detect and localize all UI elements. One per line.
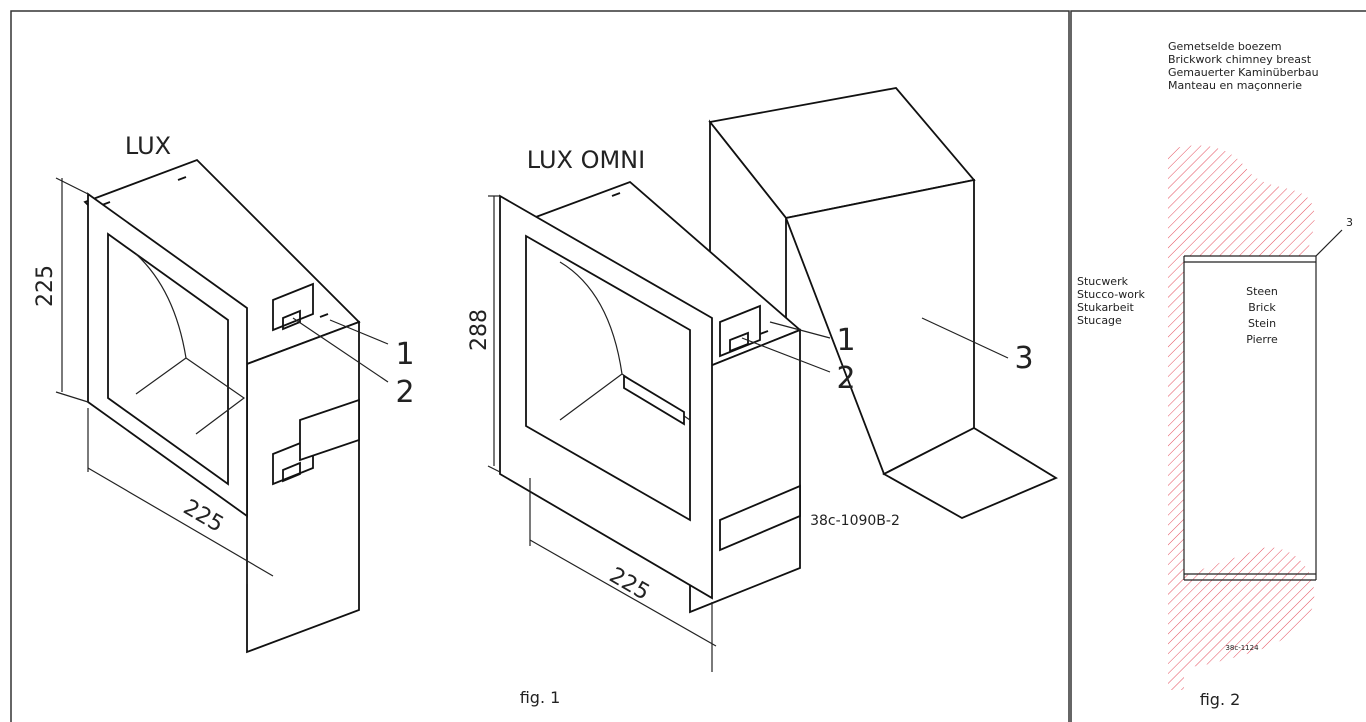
omni-bracket-clip <box>729 331 749 353</box>
lux-unit-drawing: LUX 225 <box>33 132 415 654</box>
omni-inner-shelf <box>623 374 685 426</box>
fig2-inner-label-0: Steen <box>1246 285 1278 298</box>
lux-front-frame <box>87 192 248 518</box>
fig2-brick-hatch-bottom <box>1184 547 1315 668</box>
lux-omni-title: LUX OMNI <box>527 146 645 174</box>
fig2-inner-label-1: Brick <box>1248 301 1276 314</box>
omni-callout-3-leader <box>921 317 1009 359</box>
lux-dim-height: 225 <box>33 265 58 307</box>
lux-back-flange <box>299 398 360 462</box>
fig2-left-label-1: Stucco-work <box>1077 288 1146 301</box>
fig2-left-label-3: Stucage <box>1077 314 1122 327</box>
omni-callout-2-leader <box>741 337 831 373</box>
fig2-top-label-0: Gemetselde boezem <box>1168 40 1282 53</box>
omni-callout-2: 2 <box>836 361 855 396</box>
fig2-left-label-0: Stucwerk <box>1077 275 1129 288</box>
omni-opening <box>525 234 691 522</box>
omni-lower-bracket <box>719 484 801 552</box>
omni-dim-width: 225 <box>605 563 654 606</box>
fig2-frame <box>1070 10 1366 722</box>
fig2-top-label-2: Gemauerter Kaminüberbau <box>1168 66 1319 79</box>
lux-bracket-clip-lower <box>282 461 301 483</box>
lux-opening <box>107 232 229 486</box>
omni-height-dimension <box>487 195 501 473</box>
enclosure-bottom-plate <box>882 426 1058 520</box>
lux-title: LUX <box>125 132 171 160</box>
fig1-frame <box>10 10 1070 722</box>
fig2-callout-3: 3 <box>1346 216 1353 229</box>
lux-box-side <box>246 320 360 654</box>
lux-callout-2: 2 <box>395 375 414 410</box>
lux-callout-1: 1 <box>395 337 414 372</box>
fig2-top-label-1: Brickwork chimney breast <box>1168 53 1312 66</box>
fig1-caption: fig. 1 <box>520 688 561 707</box>
omni-front-frame <box>499 194 713 600</box>
fig2-top-label-3: Manteau en maçonnerie <box>1168 79 1302 92</box>
omni-dim-height: 288 <box>467 309 492 351</box>
lux-width-dimension <box>87 408 274 584</box>
omni-callout-1: 1 <box>836 323 855 358</box>
fig2-caption: fig. 2 <box>1200 690 1241 709</box>
lux-callout-1-leader <box>329 319 389 345</box>
lux-inner-curve <box>135 253 187 359</box>
fig2-drawing-code: 38c-1124 <box>1225 644 1259 652</box>
fig2-inner-label-3: Pierre <box>1246 333 1278 346</box>
lux-callout-2-leader <box>292 317 389 383</box>
lux-omni-unit-drawing: LUX OMNI 288 <box>467 87 1058 672</box>
fig2-inner-label-2: Stein <box>1248 317 1276 330</box>
omni-drawing-code: 38c-1090B-2 <box>810 513 900 529</box>
lux-inner-floor <box>135 357 246 435</box>
lux-height-dimension <box>55 177 89 403</box>
lux-dim-width: 225 <box>179 495 228 538</box>
omni-callout-3: 3 <box>1014 341 1033 376</box>
fig2-left-label-2: Stukarbeit <box>1077 301 1135 314</box>
fig2-section-drawing: Gemetselde boezem Brickwork chimney brea… <box>1077 40 1353 690</box>
fig2-brick-hatch-top <box>1168 145 1315 256</box>
omni-inner-curve <box>559 261 623 375</box>
omni-width-dimension <box>529 478 717 672</box>
fig2-wall-hatch <box>1168 150 1184 690</box>
enclosure-front <box>784 178 975 476</box>
omni-callout-1-leader <box>769 321 831 339</box>
